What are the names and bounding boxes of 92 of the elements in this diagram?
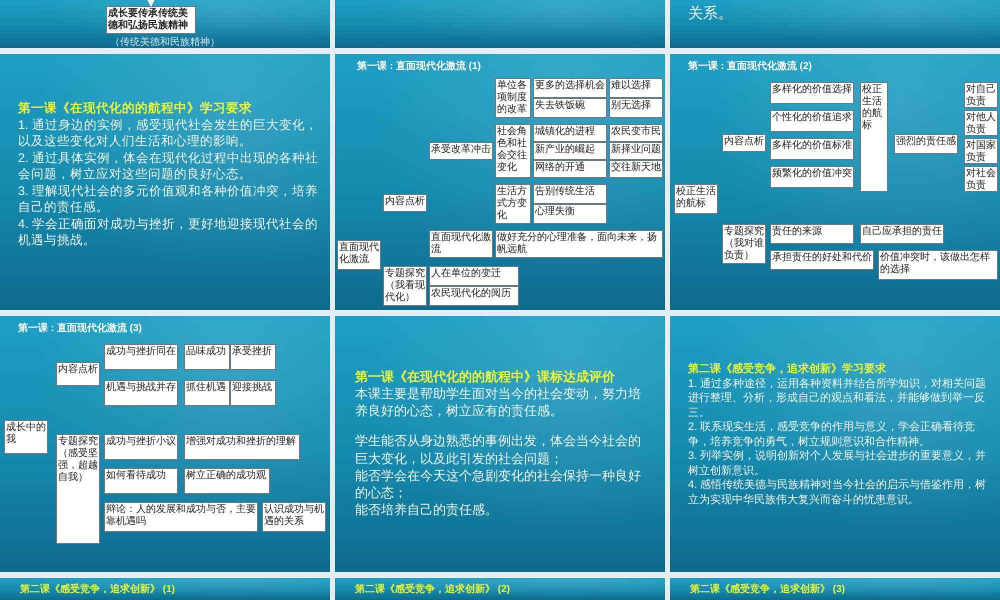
concept-box: 校正生活的航标 <box>860 82 888 192</box>
concept-box: 成功与挫折小议 <box>104 434 178 460</box>
concept-box: 新产业的崛起 <box>533 142 607 160</box>
concept-box: 校正生活的航标 <box>674 184 718 214</box>
slide-title: 第二课《感受竞争，追求创新》 (2) <box>355 583 511 596</box>
slide-panel <box>670 54 1000 310</box>
concept-box: 价值冲突时，该做出怎样的选择 <box>878 250 998 280</box>
concept-box: 内容点析 <box>722 134 766 152</box>
concept-box: 品味成功 <box>184 344 230 370</box>
concept-box: 对社会负责 <box>964 166 998 192</box>
slide-panel <box>0 316 330 572</box>
slide-title: 第一课 : 直面现代化激流 (1) <box>357 60 482 74</box>
concept-box: 成长中的我 <box>4 420 48 454</box>
concept-box: 对他人负责 <box>964 110 998 136</box>
slide-title: 第二课《感受竞争，追求创新》学习要求 <box>688 362 887 377</box>
body-text: 1. 通过身边的实例，感受现代社会发生的巨大变化，以及这些变化对人们生活和心理的影响。 <box>18 116 318 150</box>
slide-panel <box>335 0 665 48</box>
concept-box: 责任的来源 <box>770 224 854 244</box>
concept-box: 交往新天地 <box>609 160 663 178</box>
concept-box: 多样化的价值选择 <box>770 82 854 104</box>
concept-box: 专题探究（感受坚强，超越自我） <box>56 434 100 544</box>
caption-text: （传统美德和民族精神） <box>110 36 220 48</box>
concept-box: 内容点析 <box>56 362 100 386</box>
body-text: 能否学会在今天这个急剧变化的社会保持一种良好的心态； <box>355 466 642 502</box>
body-text: 关系。 <box>688 4 734 24</box>
slide-panel <box>335 316 665 572</box>
concept-box: 更多的选择机会 <box>533 78 607 98</box>
concept-box: 对自己负责 <box>964 82 998 108</box>
concept-box: 告别传统生活 <box>533 184 607 204</box>
concept-box: 承受挫折 <box>230 344 276 370</box>
slide-panel <box>670 578 1000 600</box>
concept-box: 失去铁饭碗 <box>533 98 607 118</box>
body-text: 1. 通过多种途径，运用各种资料并结合所学知识，对相关问题进行整理、分析，形成自己的观点和看法，并能够做到举一反三。 <box>688 376 988 420</box>
concept-box: 内容点析 <box>383 194 427 212</box>
slide-panel <box>0 578 330 600</box>
concept-box: 承担责任的好处和代价 <box>770 250 874 270</box>
concept-box: 单位各项制度的改革 <box>495 78 531 118</box>
body-text: 2. 通过具体实例，体会在现代化过程中出现的各种社会问题，树立应对这些问题的良好心态。 <box>18 150 318 182</box>
slide-panel <box>335 578 665 600</box>
concept-box: 抓住机遇 <box>184 380 230 406</box>
body-text: 2. 联系现实生活，感受竞争的作用与意义，学会正确看待竞争，培养竞争的勇气，树立规则意识和合作精神。 <box>688 420 976 450</box>
concept-box: 自己应承担的责任 <box>860 224 944 244</box>
concept-box: 专题探究（我看现代化） <box>383 266 427 306</box>
slide-panel <box>0 0 330 48</box>
concept-box: 新择业问题 <box>609 142 663 160</box>
concept-box: 频繁化的价值冲突 <box>770 166 854 188</box>
concept-box: 承受改革冲击 <box>429 142 493 160</box>
concept-box: 辩论：人的发展和成功与否，主要靠机遇吗 <box>104 502 258 532</box>
concept-box: 社会角色和社会交往变化 <box>495 124 531 178</box>
concept-box: 强烈的责任感 <box>894 134 958 154</box>
concept-box: 树立正确的成功观 <box>184 468 270 494</box>
slide-title: 第一课《在现代化的的航程中》学习要求 <box>18 100 253 116</box>
arrow <box>146 0 156 7</box>
concept-box: 难以选择 <box>609 78 663 98</box>
body-text: 4. 学会正确面对成功与挫折，更好地迎接现代社会的机遇与挑战。 <box>18 216 318 248</box>
concept-box: 增强对成功和挫折的理解 <box>184 434 300 460</box>
concept-box: 心理失衡 <box>533 204 607 224</box>
concept-box: 网络的开通 <box>533 160 607 178</box>
slide-panel <box>670 0 1000 48</box>
body-text: 本课主要是帮助学生面对当今的社会变动，努力培养良好的心态，树立应有的责任感。 <box>355 385 642 420</box>
concept-box: 如何看待成功 <box>104 468 178 494</box>
slide-panel <box>670 316 1000 572</box>
concept-box: 迎接挑战 <box>230 380 276 406</box>
slide-panel <box>335 54 665 310</box>
concept-box: 城镇化的进程 <box>533 124 607 142</box>
slide-title: 第二课《感受竞争，追求创新》 (3) <box>690 583 846 596</box>
slide-title: 第一课 : 直面现代化激流 (2) <box>688 60 813 74</box>
slide-title: 第二课《感受竞争，追求创新》 (1) <box>20 583 176 596</box>
slide-title: 第一课 : 直面现代化激流 (3) <box>18 322 143 336</box>
concept-box: 农民变市民 <box>609 124 663 142</box>
body-text: 3. 理解现代社会的多元价值观和各种价值冲突，培养自己的责任感。 <box>18 182 318 216</box>
concept-box: 成功与挫折同在 <box>104 344 178 370</box>
concept-box: 机遇与挑战并存 <box>104 380 178 406</box>
concept-box: 成长要传承传统美德和弘扬民族精神 <box>106 6 196 34</box>
body-text: 学生能否从身边熟悉的事例出发，体会当今社会的巨大变化，以及此引发的社会问题； <box>355 432 642 467</box>
concept-box: 直面现代化激流 <box>429 230 493 258</box>
concept-box: 生活方式方变化 <box>495 184 531 224</box>
concept-box: 专题探究（我对谁负责） <box>722 224 766 264</box>
concept-box: 直面现代化激流 <box>337 240 381 270</box>
concept-box: 多样化的价值标准 <box>770 138 854 160</box>
slide-title: 第一课《在现代化的的航程中》课标达成评价 <box>355 368 616 386</box>
body-text: 能否培养自己的责任感。 <box>355 501 499 518</box>
concept-box: 做好充分的心理准备，面向未来，扬帆远航 <box>495 230 663 258</box>
body-text: 4. 感悟传统美德与民族精神对当今社会的启示与借鉴作用，树立为实现中华民族伟大复兴而奋斗的忧患意识。 <box>688 478 988 508</box>
concept-box: 认识成功与机遇的关系 <box>262 502 326 532</box>
slide-panel <box>0 54 330 310</box>
concept-box: 农民现代化的阅历 <box>429 286 519 306</box>
concept-box: 人在单位的变迁 <box>429 266 519 286</box>
concept-box: 对国家负责 <box>964 138 998 164</box>
body-text: 3. 列举实例，说明创新对个人发展与社会进步的重要意义，并树立创新意识。 <box>688 449 988 478</box>
concept-box: 别无选择 <box>609 98 663 118</box>
concept-box: 个性化的价值追求 <box>770 110 854 132</box>
